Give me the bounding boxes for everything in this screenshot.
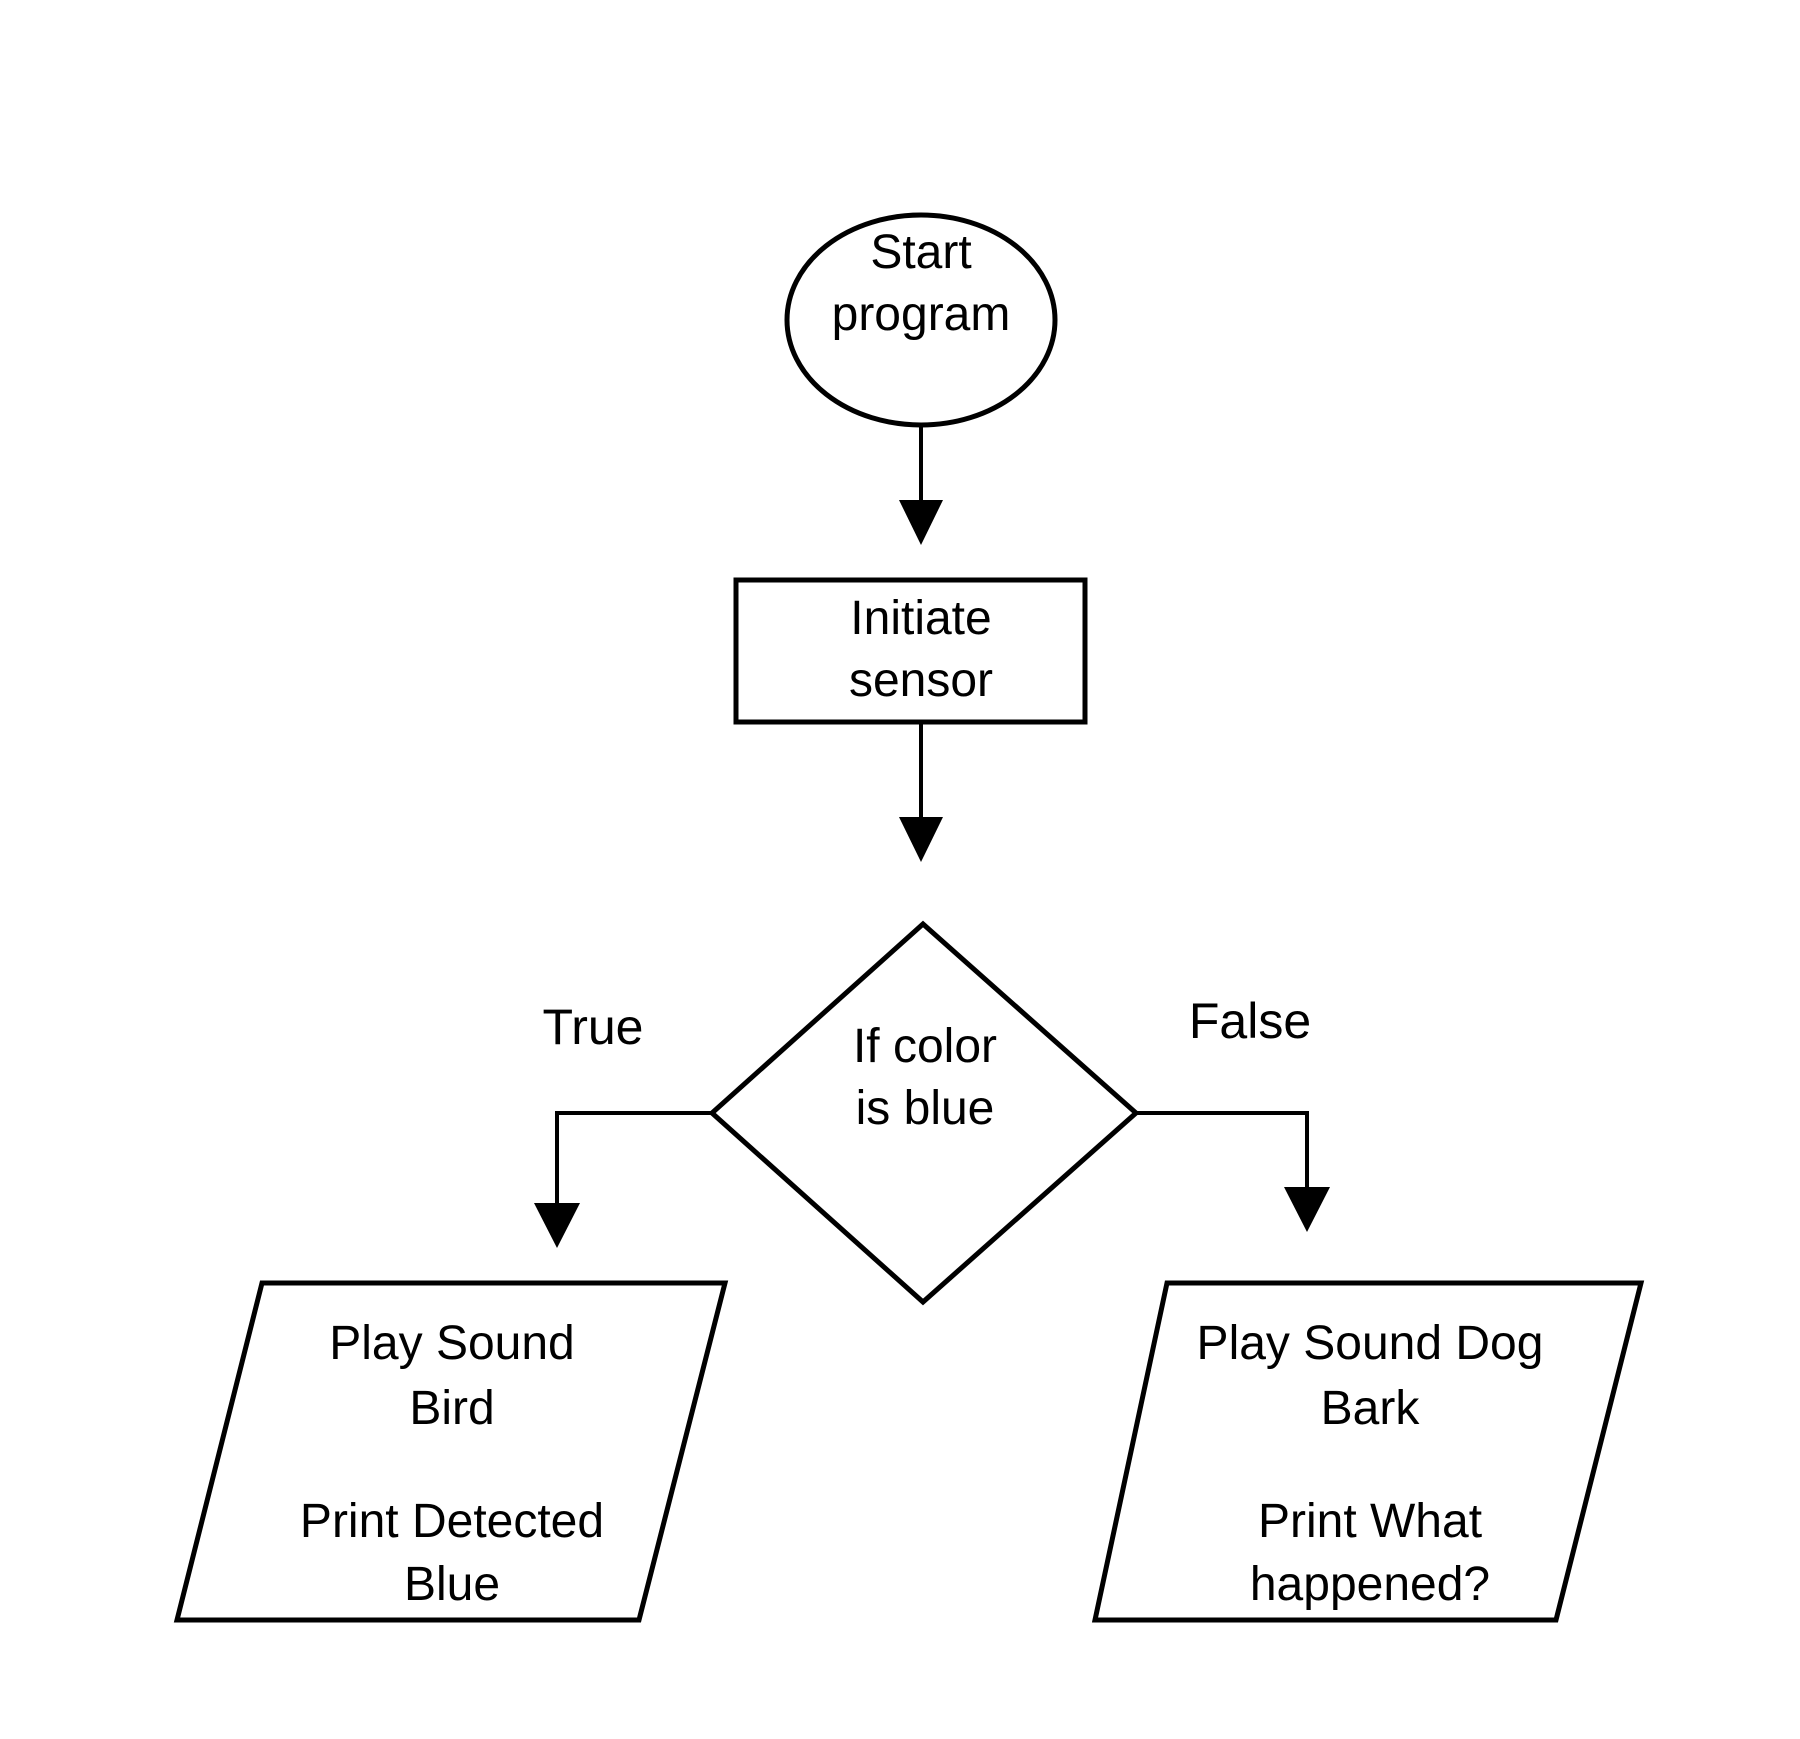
node-decision-line-2: is blue: [856, 1082, 995, 1135]
node-play-sound-bird-line-5: Blue: [404, 1558, 500, 1611]
node-decision-line-1: If color: [853, 1020, 997, 1073]
node-play-sound-dog-bark-line-1: Play Sound Dog: [1197, 1317, 1544, 1370]
edge-decision-false-line: [1136, 1111, 1309, 1194]
edge-label-true: True: [543, 999, 644, 1055]
node-initiate-sensor-line-2: sensor: [849, 654, 993, 707]
node-play-sound-bird-line-1: Play Sound: [329, 1317, 575, 1370]
node-decision-if-color-is-blue[interactable]: If color is blue: [708, 920, 1140, 1306]
node-play-sound-dog-bark[interactable]: Play Sound Dog Bark Print What happened?: [1091, 1280, 1645, 1623]
arrowhead-icon: [1284, 1187, 1330, 1232]
arrowhead-icon: [899, 500, 943, 545]
decision-diamond-shape[interactable]: [708, 920, 1140, 1306]
arrowhead-icon: [899, 817, 943, 862]
node-initiate-sensor-line-1: Initiate: [850, 592, 991, 645]
node-start-line-1: Start: [870, 226, 971, 279]
initiate-sensor-rect-shape[interactable]: [733, 577, 1088, 725]
node-play-sound-bird-line-4: Print Detected: [300, 1495, 604, 1548]
node-play-sound-dog-bark-line-5: happened?: [1250, 1558, 1490, 1611]
edge-label-false: False: [1189, 993, 1311, 1049]
edge-decision-true: True: [534, 999, 712, 1248]
edge-sensor-to-decision: [899, 722, 943, 862]
play-sound-dog-bark-parallelogram-shape[interactable]: [1091, 1280, 1645, 1623]
edge-decision-true-line: [555, 1111, 712, 1210]
node-initiate-sensor[interactable]: Initiate sensor: [733, 577, 1088, 725]
edge-decision-false: False: [1136, 993, 1330, 1232]
arrowhead-icon: [534, 1203, 580, 1248]
node-play-sound-dog-bark-line-2: Bark: [1321, 1382, 1421, 1435]
node-play-sound-bird-line-2: Bird: [409, 1382, 494, 1435]
node-start-line-2: program: [832, 288, 1011, 341]
node-play-sound-dog-bark-line-4: Print What: [1258, 1495, 1482, 1548]
play-sound-bird-parallelogram-shape[interactable]: [173, 1280, 729, 1623]
node-start[interactable]: Start program: [784, 212, 1058, 428]
start-ellipse-shape[interactable]: [784, 212, 1058, 428]
node-play-sound-bird[interactable]: Play Sound Bird Print Detected Blue: [173, 1280, 729, 1623]
edge-start-to-sensor: [899, 427, 943, 545]
